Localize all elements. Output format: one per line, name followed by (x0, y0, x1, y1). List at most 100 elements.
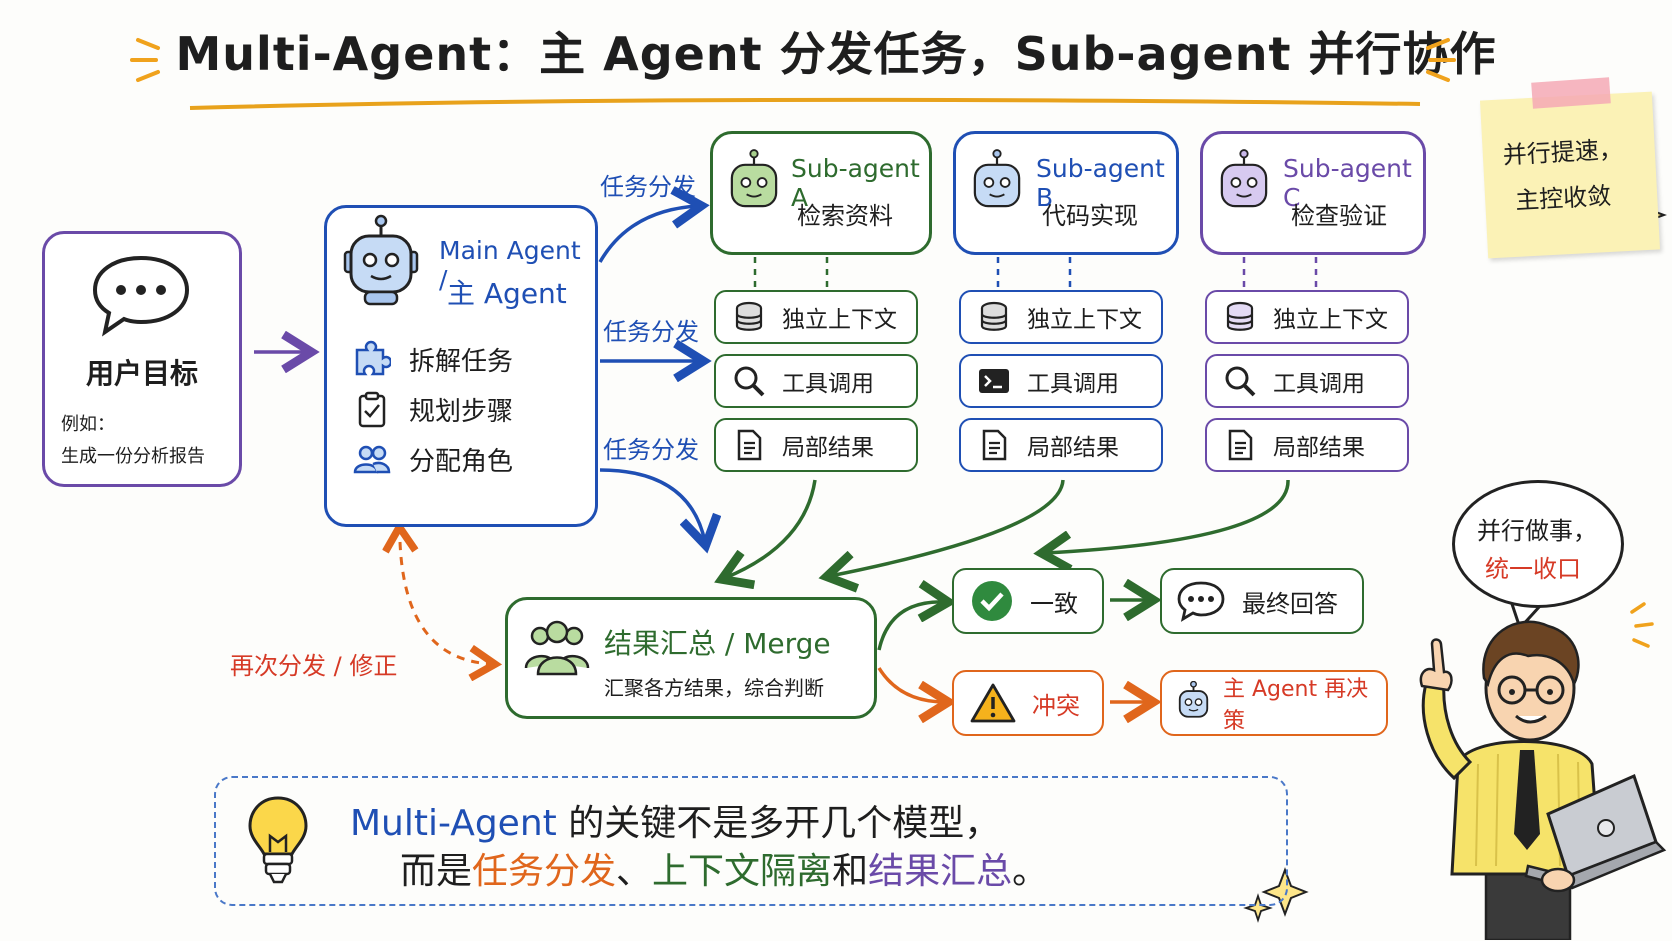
takeaway-text: 、 (616, 851, 653, 892)
magnifier-icon (734, 366, 765, 397)
robot-icon (1220, 149, 1268, 208)
checklist-icon (358, 391, 386, 428)
tool-cell: 工具调用 (714, 354, 918, 408)
main-item-decompose: 拆解任务 (353, 340, 513, 378)
sparkle-small (1243, 893, 1273, 923)
main-agent-name-cn: 主 Agent (447, 277, 567, 310)
example-prefix: 例如： (61, 414, 115, 435)
hair (1482, 620, 1580, 688)
final-answer-pill: 最终回答 (1160, 568, 1364, 634)
database-icon (980, 301, 1008, 331)
result-cell: 局部结果 (714, 418, 918, 472)
page-title: Multi-Agent：主 Agent 分发任务，Sub-agent 并行协作 (175, 27, 1497, 81)
main-item-label: 分配角色 (409, 446, 514, 477)
main-item-plan: 规划步骤 (353, 390, 513, 428)
takeaway-box: Multi-Agent 的关键不是多开几个模型， 而是任务分发、上下文隔离和结果… (214, 776, 1288, 906)
dispatch-label: 任务分发 (603, 436, 699, 464)
sub-agent-c-card: Sub-agent C 检查验证 (1200, 131, 1426, 255)
sub-agent-b-card: Sub-agent B 代码实现 (953, 131, 1179, 255)
cell-label: 独立上下文 (782, 307, 897, 333)
dispatch-label: 任务分发 (600, 173, 696, 201)
takeaway-text: 的关键不是多开几个模型， (556, 803, 1001, 844)
robot-icon (730, 149, 778, 208)
cell-label: 工具调用 (1273, 371, 1365, 397)
context-cell: 独立上下文 (1205, 290, 1409, 344)
sub-agent-role: 代码实现 (1042, 202, 1138, 230)
sticky-note: 并行提速， 主控收敛 (1479, 91, 1661, 259)
takeaway-line-2: 而是任务分发、上下文隔离和结果汇总。 (400, 842, 1048, 894)
result-cell: 局部结果 (959, 418, 1163, 472)
magnifier-icon (1225, 366, 1256, 397)
speech-line-2: 统一收口 (1485, 555, 1581, 583)
document-icon (737, 429, 762, 461)
cell-label: 工具调用 (782, 371, 874, 397)
people-icon (353, 445, 391, 474)
user-goal-card: 用户目标 例如： 生成一份分析报告 (42, 231, 242, 487)
tape-strip (1531, 77, 1611, 109)
merge-title: 结果汇总 / Merge (604, 627, 831, 660)
final-answer-label: 最终回答 (1242, 589, 1338, 618)
cell-label: 局部结果 (1273, 435, 1365, 461)
conflict-pill: 冲突 (952, 670, 1104, 736)
takeaway-line-1: Multi-Agent 的关键不是多开几个模型， (350, 794, 1000, 846)
presenter-illustration (1419, 620, 1667, 940)
lightbulb-icon (248, 796, 308, 884)
main-redecide-pill: 主 Agent 再决策 (1160, 670, 1388, 736)
team-icon (524, 620, 590, 676)
tool-cell: 工具调用 (959, 354, 1163, 408)
smile (1515, 714, 1547, 724)
cell-label: 局部结果 (1027, 435, 1119, 461)
main-item-label: 规划步骤 (409, 396, 514, 427)
tool-cell: 工具调用 (1205, 354, 1409, 408)
sub-agent-name: Sub-agent A (791, 154, 920, 212)
takeaway-highlight-merge: 结果汇总 (868, 851, 1013, 892)
consistent-label: 一致 (1030, 589, 1078, 618)
conflict-label: 冲突 (1032, 691, 1080, 720)
context-cell: 独立上下文 (959, 290, 1163, 344)
document-icon (1228, 429, 1253, 461)
puzzle-icon (355, 340, 391, 376)
takeaway-highlight-isolation: 上下文隔离 (652, 851, 833, 892)
check-circle-icon (972, 581, 1012, 621)
user-goal-label: 用户目标 (85, 357, 198, 390)
sub-agent-a-card: Sub-agent A 检索资料 (710, 131, 932, 255)
database-icon (735, 301, 763, 331)
consistent-pill: 一致 (952, 568, 1104, 634)
cell-label: 独立上下文 (1027, 307, 1142, 333)
takeaway-highlight-multi-agent: Multi-Agent (350, 803, 557, 844)
takeaway-text: 。 (1012, 851, 1049, 892)
merge-subtitle: 汇聚各方结果，综合判断 (604, 676, 824, 700)
takeaway-highlight-dispatch: 任务分发 (472, 851, 617, 892)
takeaway-text: 而是 (400, 851, 473, 892)
main-agent-name-en: Main Agent / (439, 236, 581, 294)
main-agent-card: Main Agent / 主 Agent 拆解任务 规划步骤 分配角色 (324, 205, 598, 527)
title-spark-left (130, 38, 160, 82)
sticky-line-1: 并行提速， (1502, 135, 1624, 170)
title-spark-right (1426, 38, 1456, 82)
main-item-label: 拆解任务 (409, 346, 514, 377)
tie (1514, 750, 1540, 850)
result-cell: 局部结果 (1205, 418, 1409, 472)
robot-icon (1178, 681, 1209, 718)
database-icon (1226, 301, 1254, 331)
context-cell: 独立上下文 (714, 290, 918, 344)
sub-agent-name: Sub-agent B (1036, 154, 1165, 212)
cell-label: 工具调用 (1027, 371, 1119, 397)
chat-bubble-icon (92, 255, 190, 337)
chat-bubble-icon (1177, 581, 1225, 622)
speech-line-1: 并行做事， (1477, 517, 1597, 545)
robot-icon (343, 214, 419, 306)
main-item-assign: 分配角色 (353, 440, 513, 478)
warning-icon (970, 683, 1016, 723)
pointing-hand (1419, 638, 1453, 692)
sub-agent-name: Sub-agent C (1283, 154, 1412, 212)
speech-bubble: 并行做事， 统一收口 (1452, 480, 1624, 608)
redispatch-label: 再次分发 / 修正 (230, 652, 398, 680)
main-redecide-label: 主 Agent 再决策 (1223, 677, 1369, 734)
terminal-icon (979, 369, 1009, 393)
robot-icon (973, 149, 1021, 208)
sticky-line-2: 主控收敛 (1514, 181, 1612, 215)
takeaway-text: 和 (832, 851, 869, 892)
sub-agent-role: 检索资料 (797, 202, 893, 230)
cell-label: 局部结果 (782, 435, 874, 461)
